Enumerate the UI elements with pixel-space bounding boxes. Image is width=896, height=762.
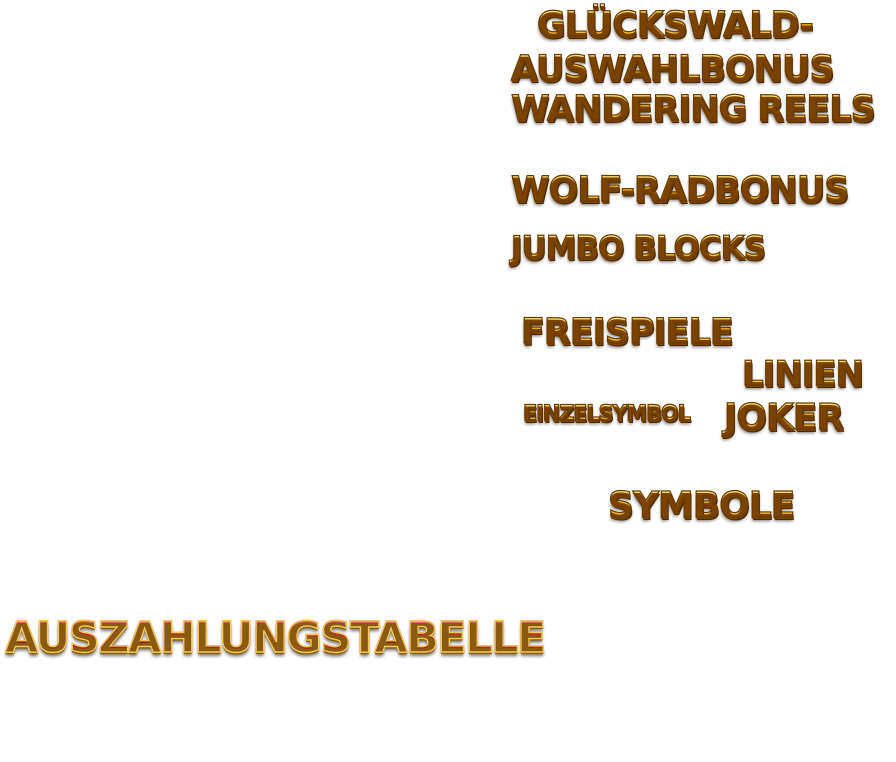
linien-label: LINIEN bbox=[741, 354, 864, 394]
freispiele-label: FREISPIELE bbox=[520, 312, 734, 352]
auszahlungstabelle-title: AUSZAHLUNGSTABELLE bbox=[4, 613, 547, 663]
symbole-label: SYMBOLE bbox=[607, 485, 796, 526]
einzelsymbol-label: EINZELSYMBOL bbox=[522, 401, 691, 425]
jumbo-blocks-label: JUMBO BLOCKS bbox=[510, 230, 766, 266]
glueckswald-line-1: GLÜCKSWALD- bbox=[536, 5, 814, 45]
wandering-reels-label: WANDERING REELS bbox=[510, 89, 876, 129]
wolf-radbonus-label: WOLF-RADBONUS bbox=[510, 170, 850, 210]
glueckswald-line-2: AUSWAHLBONUS bbox=[510, 49, 835, 89]
joker-label: JOKER bbox=[723, 397, 844, 438]
